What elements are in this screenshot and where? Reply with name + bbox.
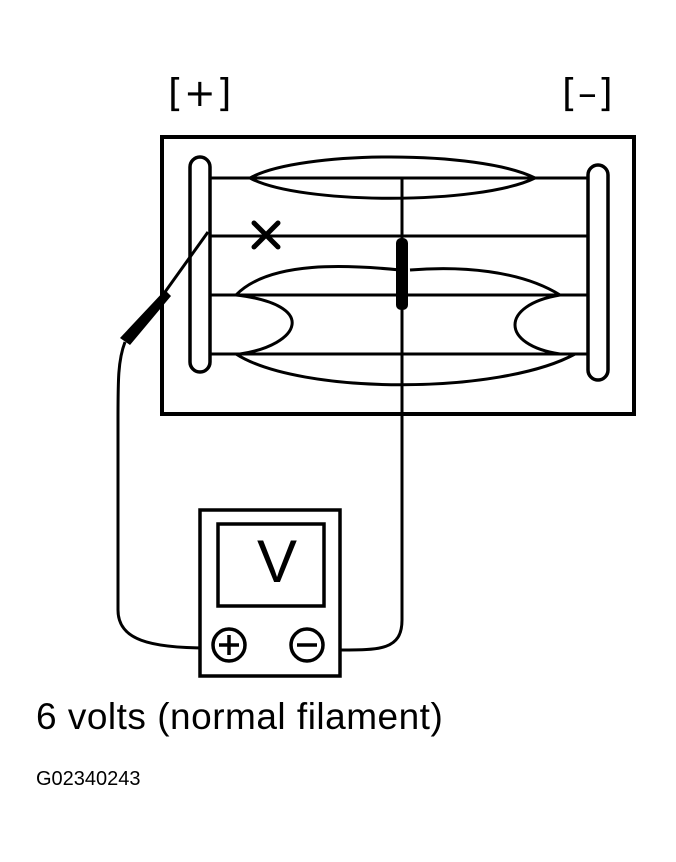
- voltmeter-display: [216, 522, 326, 608]
- positive-probe: [116, 231, 210, 650]
- minus-terminal-icon: [289, 627, 325, 663]
- negative-plate: [586, 163, 610, 382]
- open-filament-mark: [251, 220, 281, 250]
- diagram-caption: 6 volts (normal filament): [36, 696, 444, 737]
- negative-probe: [339, 178, 408, 652]
- plus-terminal-icon: [211, 627, 247, 663]
- figure-id: G02340243: [36, 768, 141, 790]
- negative-terminal-label: [–]: [562, 71, 614, 115]
- positive-plate: [188, 155, 212, 374]
- positive-terminal-label: [+]: [168, 71, 233, 115]
- housing-outline: [160, 135, 636, 416]
- voltmeter-letter: V: [256, 528, 298, 595]
